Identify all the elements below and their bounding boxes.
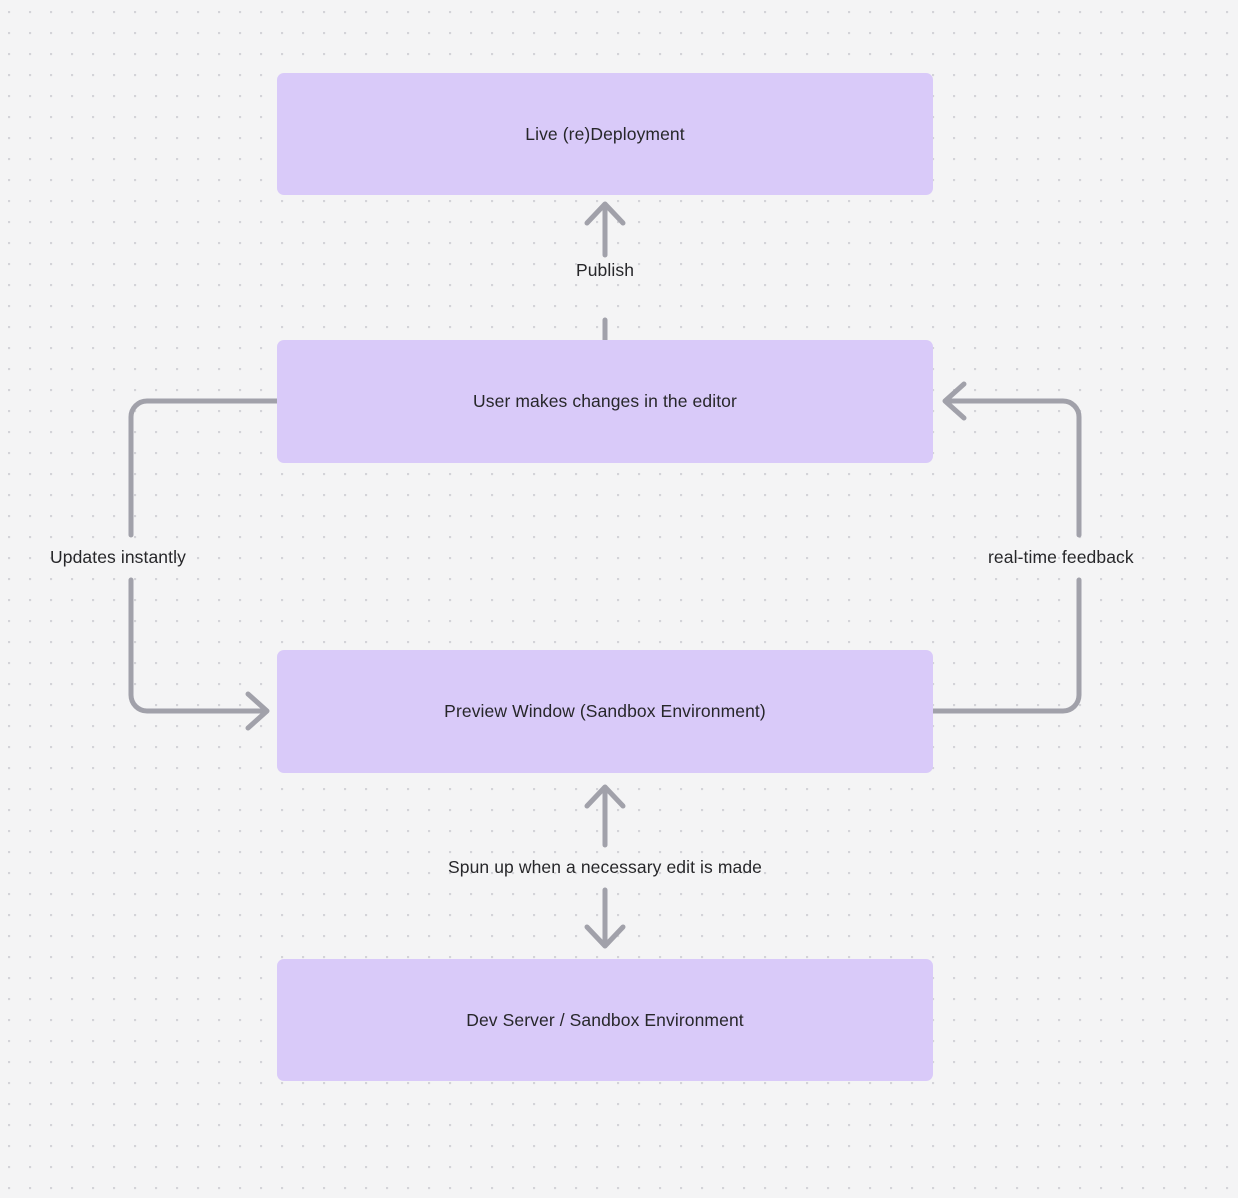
- node-live-deployment[interactable]: Live (re)Deployment: [277, 73, 933, 195]
- arrowhead-up-icon: [584, 784, 626, 809]
- arrowhead-right-icon: [245, 691, 270, 731]
- edge-label-updates-instantly: Updates instantly: [50, 547, 186, 567]
- edge-label-real-time-feedback: real-time feedback: [988, 547, 1134, 567]
- node-label: User makes changes in the editor: [473, 391, 737, 412]
- node-label: Dev Server / Sandbox Environment: [466, 1009, 744, 1030]
- node-user-edits[interactable]: User makes changes in the editor: [277, 340, 933, 463]
- arrowhead-left-icon: [942, 381, 967, 421]
- node-label: Live (re)Deployment: [525, 123, 685, 144]
- node-label: Preview Window (Sandbox Environment): [444, 701, 766, 722]
- arrowhead-up-icon: [584, 201, 626, 226]
- node-dev-server[interactable]: Dev Server / Sandbox Environment: [277, 959, 933, 1081]
- arrowhead-down-icon: [584, 924, 626, 949]
- edge-label-spun-up: Spun up when a necessary edit is made: [447, 857, 763, 877]
- edge-label-publish: Publish: [575, 260, 635, 280]
- node-preview-window[interactable]: Preview Window (Sandbox Environment): [277, 650, 933, 773]
